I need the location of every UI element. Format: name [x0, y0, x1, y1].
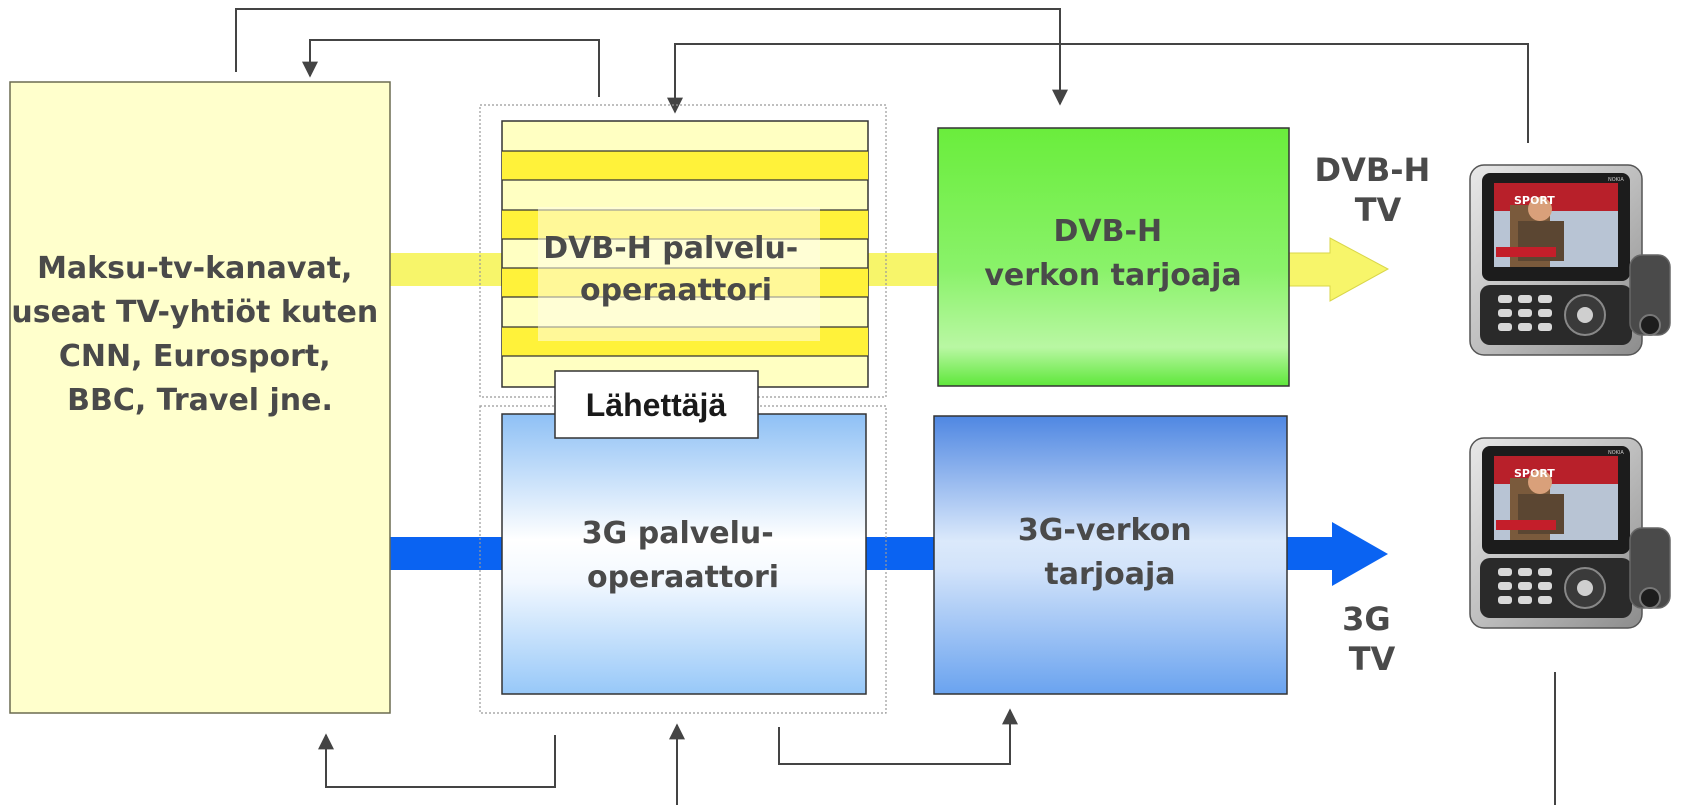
svg-text:NOKIA: NOKIA: [1608, 177, 1624, 183]
threeg-service-operator-box: [501, 413, 867, 695]
dvbh-service-operator-box: [501, 120, 869, 388]
dvbh-flow-band-middle: [864, 253, 937, 286]
content-providers-label: Maksu-tv-kanavat, useat TV-yhtiöt kuten …: [11, 251, 388, 418]
content-providers-box: [9, 81, 391, 714]
threeg-flow-band-middle: [864, 537, 934, 570]
connector-bottom-service-to-3g-network: [778, 708, 1018, 765]
dvbh-tv-label: DVB-H TV: [1315, 151, 1442, 229]
svg-text:SPORT: SPORT: [1514, 194, 1555, 207]
connector-bottom-service-to-content: [318, 733, 556, 788]
threeg-network-provider-box: [933, 415, 1288, 695]
threeg-tv-label: 3G TV: [1342, 600, 1402, 678]
dvbh-network-provider-label: DVB-H verkon tarjoaja: [984, 214, 1241, 293]
connector-top-content-to-dvbh-network: [235, 8, 1068, 106]
connector-top-phone-to-service: [667, 43, 1529, 143]
dvbh-service-operator-label: DVB-H palvelu- operaattori: [543, 231, 808, 308]
svg-text:NOKIA: NOKIA: [1608, 450, 1624, 456]
threeg-flow-band-left: [389, 537, 502, 570]
dvbh-network-provider-box: [937, 127, 1290, 387]
svg-text:SPORT: SPORT: [1514, 467, 1555, 480]
dvbh-mobile-phone: SPORT NOKIA: [1469, 164, 1671, 356]
threeg-network-provider-label: 3G-verkon tarjoaja: [1018, 513, 1202, 592]
connector-top-service-to-content: [302, 39, 600, 97]
threeg-service-operator-label: 3G palvelu- operaattori: [582, 516, 784, 595]
broadcaster-label-box: [554, 370, 759, 439]
broadcaster-label: Lähettäjä: [586, 387, 727, 423]
dvbh-output-arrow: [1284, 237, 1390, 302]
threeg-mobile-phone: SPORT NOKIA: [1469, 437, 1671, 629]
threeg-output-arrow: [1285, 522, 1388, 586]
dvbh-flow-band-left: [389, 253, 502, 286]
broadcaster-3g-dotted-group: [479, 405, 887, 714]
